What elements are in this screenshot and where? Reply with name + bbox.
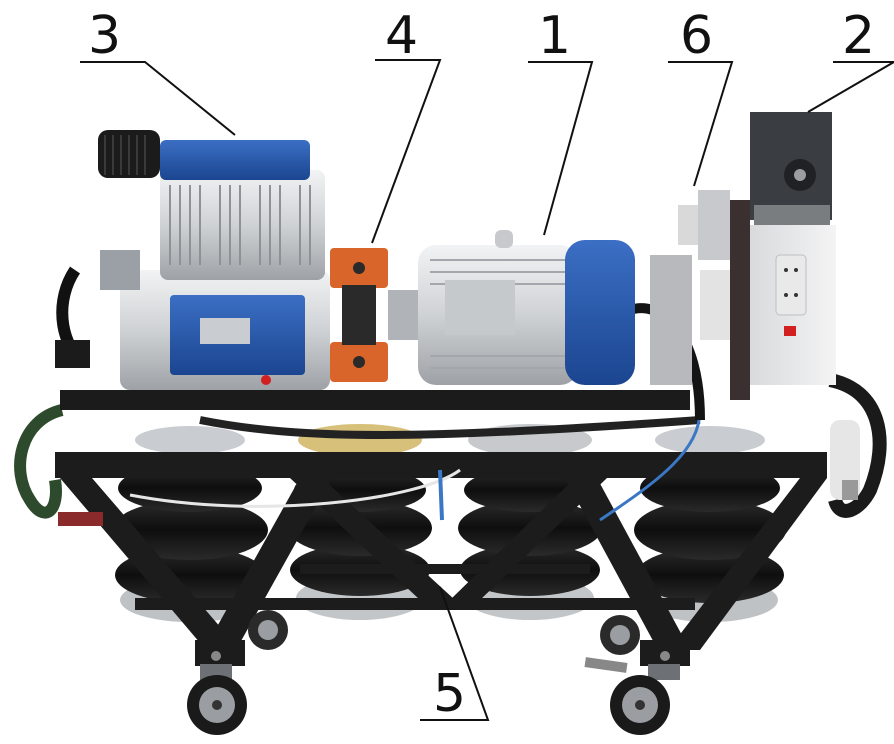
intake-manifold bbox=[160, 140, 310, 180]
frame-diagonal bbox=[668, 478, 827, 650]
trolley-frame bbox=[55, 452, 827, 666]
compressor-unit bbox=[98, 130, 330, 390]
air-hoses bbox=[14, 266, 887, 522]
left-end-fittings bbox=[55, 340, 103, 526]
frame-mid-rail bbox=[300, 564, 590, 574]
cylinder-fins bbox=[160, 170, 325, 280]
caster-wheel-icon bbox=[248, 610, 288, 650]
callout-2: 2 bbox=[842, 6, 876, 66]
callout-5: 5 bbox=[433, 664, 467, 724]
leader-4 bbox=[371, 59, 442, 244]
callout-4: 4 bbox=[385, 6, 419, 66]
leader-6 bbox=[668, 61, 734, 187]
frame-diagonal bbox=[565, 478, 690, 650]
frame-diagonal bbox=[290, 478, 455, 600]
terminal-box bbox=[445, 280, 515, 335]
caster-wheel-icon bbox=[600, 615, 640, 655]
callout-3: 3 bbox=[88, 6, 122, 66]
frame-diagonal bbox=[204, 478, 332, 650]
pressure-switch-unit bbox=[650, 190, 750, 400]
caster-wheel-icon bbox=[187, 664, 247, 735]
air-filter-icon bbox=[98, 130, 160, 178]
coupling-unit bbox=[330, 248, 418, 382]
power-switch bbox=[784, 326, 796, 336]
control-cabinet bbox=[750, 112, 836, 385]
frame-bottom-rail bbox=[135, 598, 695, 610]
leader-2 bbox=[807, 61, 894, 113]
cable-plug bbox=[830, 420, 860, 500]
motor-fan-cover bbox=[565, 240, 635, 385]
leader-1 bbox=[528, 61, 594, 236]
callout-leaders bbox=[80, 59, 894, 721]
electric-motor bbox=[418, 230, 635, 385]
callout-1: 1 bbox=[538, 6, 572, 66]
frame-diagonal bbox=[450, 478, 607, 600]
frame-diagonal bbox=[60, 478, 240, 650]
lifting-eye bbox=[495, 230, 513, 248]
caster-wheel-icon bbox=[584, 657, 680, 735]
leader-5 bbox=[420, 586, 490, 721]
power-socket-icon bbox=[775, 254, 807, 316]
cooling-fan-icon bbox=[784, 159, 816, 191]
callout-6: 6 bbox=[680, 6, 714, 66]
leader-3 bbox=[80, 61, 236, 136]
